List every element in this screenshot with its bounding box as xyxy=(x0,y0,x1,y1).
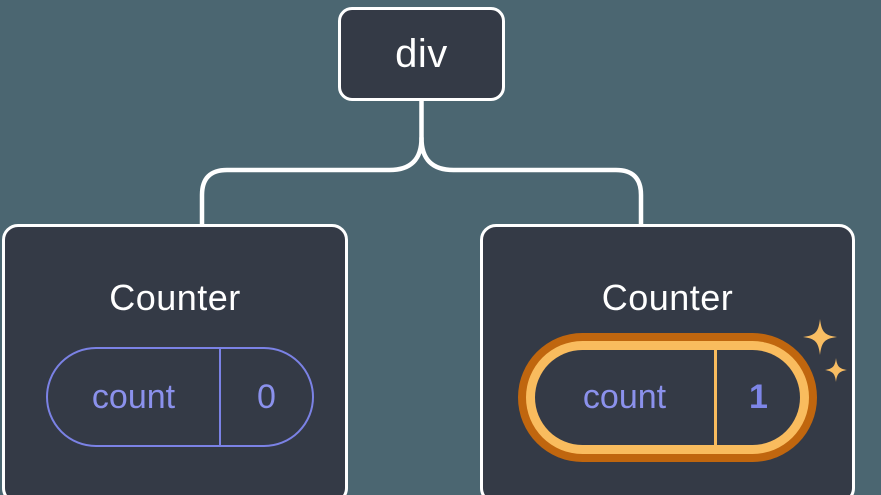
component-title: Counter xyxy=(601,277,734,318)
state-highlight-ring: count 1 xyxy=(518,333,817,462)
counter-card-right: Counter count 1 xyxy=(480,224,855,495)
state-label: count xyxy=(91,377,176,416)
state-pill-count-0: count 0 xyxy=(46,347,314,447)
div-node-label: div xyxy=(395,31,448,76)
state-value: 1 xyxy=(714,350,800,445)
state-label: count xyxy=(582,378,667,416)
state-pill-count-1: count 1 xyxy=(535,350,800,445)
component-title: Counter xyxy=(109,277,241,318)
sparkles-icon xyxy=(803,319,847,382)
state-value: 0 xyxy=(219,349,312,445)
counter-card-left: Counter count 0 xyxy=(2,224,348,495)
tree-node-div: div xyxy=(338,7,505,101)
